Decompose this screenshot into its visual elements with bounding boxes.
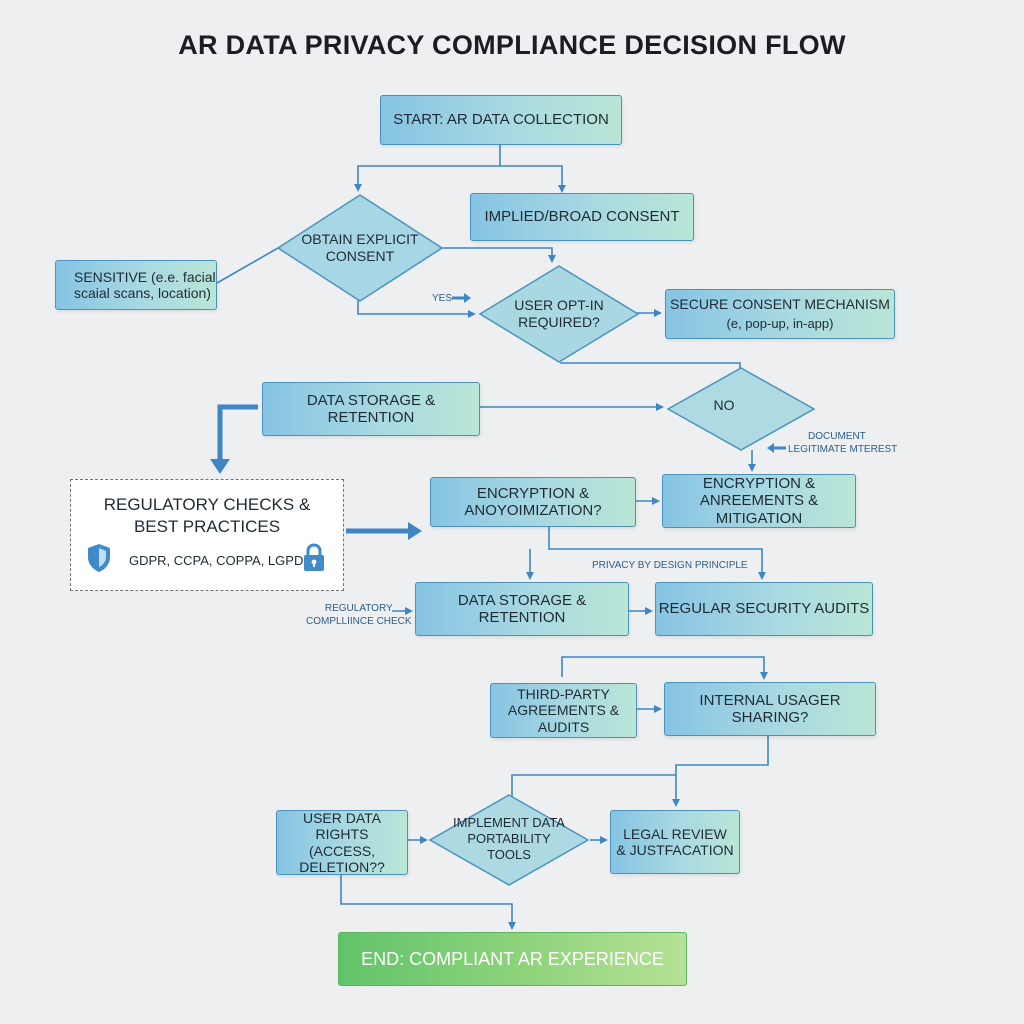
regulatory-compliance-line2: COMPLLIINCE CHECK (306, 615, 412, 627)
security-audits-label: REGULAR SECURITY AUDITS (658, 600, 870, 618)
regulatory-title-line1: REGULATORY CHECKS & (103, 495, 311, 514)
secure-consent-line1: SECURE CONSENT MECHANISM (670, 296, 890, 313)
diagram-title: AR DATA PRIVACY COMPLIANCE DECISION FLOW (178, 30, 846, 60)
document-note: DOCUMENT LEGITIMATE MTEREST (788, 431, 897, 456)
user-data-rights-node: USER DATA RIGHTS (ACCESS, DELETION?? (276, 810, 408, 875)
document-note-line1: DOCUMENT (808, 431, 866, 442)
data-storage-top-label: DATA STORAGE & RETENTION (306, 391, 436, 426)
data-storage-top-node: DATA STORAGE & RETENTION (262, 382, 480, 436)
sensitive-line2: scaial scans, location) (74, 285, 211, 301)
third-party-line2: AGREEMENTS & AUDITS (507, 702, 620, 735)
start-label: START: AR DATA COLLECTION (393, 111, 609, 129)
legal-review-node: LEGAL REVIEW & JUSTFACATION (610, 810, 740, 874)
explicit-consent-diamond (276, 194, 444, 302)
legal-review-line2: & JUSTFACATION (616, 842, 734, 858)
encryption-agreements-line1: ENCRYPTION & (702, 475, 816, 493)
portability-text: IMPLEMENT DATA PORTABILITY TOOLS (448, 814, 570, 863)
explicit-consent-line2: CONSENT (325, 248, 395, 264)
sensitive-line1: SENSITIVE (e.e. facial (74, 268, 216, 285)
regulatory-compliance-line1: REGULATORY (324, 603, 393, 614)
third-party-line1: THIRD-PARTY (517, 686, 610, 703)
encryption-question-line2: ANOYOIMIZATION? (464, 502, 602, 519)
opt-in-line1: USER OPT-IN (514, 296, 604, 313)
regulatory-title: REGULATORY CHECKS & BEST PRACTICES (71, 494, 343, 538)
security-audits-node: REGULAR SECURITY AUDITS (655, 582, 873, 636)
encryption-agreements-node: ENCRYPTION & ANREEMENTS & MITIGATION (662, 474, 856, 528)
portability-line2: PORTABILITY TOOLS (467, 830, 551, 863)
user-rights-line1: USER DATA RIGHTS (302, 810, 382, 843)
secure-consent-node: SECURE CONSENT MECHANISM (e, pop-up, in-… (665, 289, 895, 339)
document-note-line2: LEGITIMATE MTEREST (788, 443, 898, 455)
lock-icon (301, 542, 327, 579)
no-text: NO (713, 397, 735, 414)
implied-consent-label: IMPLIED/BROAD CONSENT (484, 208, 680, 226)
opt-in-text: USER OPT-IN REQUIRED? (498, 291, 620, 337)
third-party-node: THIRD-PARTY AGREEMENTS & AUDITS (490, 683, 637, 738)
regulatory-title-line2: BEST PRACTICES (133, 517, 281, 537)
portability-diamond (428, 794, 590, 886)
internal-sharing-node: INTERNAL USAGER SHARING? (664, 682, 876, 736)
explicit-consent-text: OBTAIN EXPLICIT CONSENT (292, 225, 428, 271)
start-node: START: AR DATA COLLECTION (380, 95, 622, 145)
end-label: END: COMPLIANT AR EXPERIENCE (361, 948, 664, 969)
opt-in-diamond (478, 265, 640, 363)
privacy-by-design-note: PRIVACY BY DESIGN PRINCIPLE (592, 560, 748, 571)
data-storage-mid-label: DATA STORAGE & RETENTION (457, 591, 587, 626)
encryption-question-node: ENCRYPTION & ANOYOIMIZATION? (430, 477, 636, 527)
encryption-question-line1: ENCRYPTION & (476, 484, 590, 502)
regulations-list: GDPR, CCPA, COPPA, LGPD (129, 553, 304, 568)
implied-consent-node: IMPLIED/BROAD CONSENT (470, 193, 694, 241)
opt-in-line2: REQUIRED? (518, 314, 600, 330)
regulatory-checks-panel: REGULATORY CHECKS & BEST PRACTICES GDPR,… (70, 479, 344, 591)
internal-sharing-label: INTERNAL USAGER SHARING? (699, 691, 841, 726)
yes-note: YES (432, 293, 453, 304)
regulatory-compliance-note: REGULATORY COMPLLIINCE CHECK (306, 603, 412, 628)
encryption-agreements-line2: ANREEMENTS & MITIGATION (699, 492, 819, 527)
legal-review-line1: LEGAL REVIEW (623, 825, 727, 842)
shield-icon (85, 542, 113, 579)
data-storage-mid-node: DATA STORAGE & RETENTION (415, 582, 629, 636)
explicit-consent-line1: OBTAIN EXPLICIT (301, 230, 419, 247)
portability-line1: IMPLEMENT DATA (453, 814, 565, 830)
secure-consent-line2: (e, pop-up, in-app) (726, 315, 834, 331)
user-rights-line2: (ACCESS, DELETION?? (299, 842, 385, 875)
no-diamond (666, 367, 816, 451)
sensitive-data-node: SENSITIVE (e.e. facial scaial scans, loc… (55, 260, 217, 310)
end-node: END: COMPLIANT AR EXPERIENCE (338, 932, 687, 986)
